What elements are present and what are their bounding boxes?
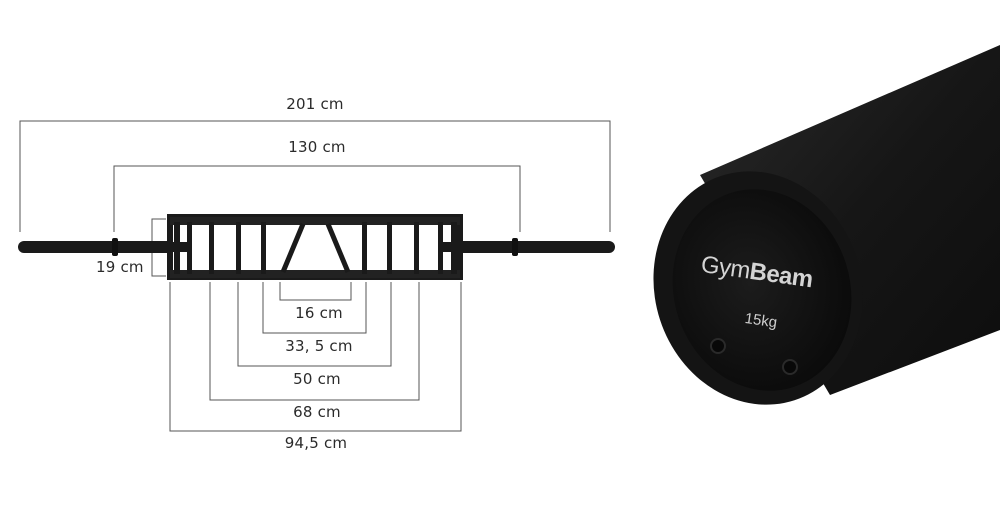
swiss-bar-illustration (18, 214, 615, 280)
screw-left-icon (710, 338, 726, 354)
label-total-length: 201 cm (286, 95, 344, 113)
label-frame-height: 19 cm (96, 258, 144, 276)
label-grip-16: 16 cm (295, 304, 343, 322)
dimension-lines (19, 120, 611, 432)
handle-33-left (261, 222, 266, 274)
label-inner-span: 130 cm (288, 138, 346, 156)
label-frame-width: 94,5 cm (284, 434, 348, 452)
handle-50-right (387, 222, 392, 274)
handle-68-left (209, 222, 214, 274)
right-sleeve (455, 241, 615, 253)
dim-line-33-5 (262, 282, 367, 334)
brand-light: Gym (699, 251, 752, 285)
label-grip-68: 68 cm (293, 403, 341, 421)
handle-50-left (236, 222, 241, 274)
dim-line-130 (113, 165, 521, 232)
dim-line-68 (209, 282, 420, 401)
left-collar (112, 238, 118, 256)
left-sleeve (18, 241, 173, 253)
dim-line-201 (19, 120, 611, 232)
angled-handle-right (325, 223, 351, 273)
label-grip-33-5: 33, 5 cm (285, 337, 353, 355)
dim-line-50 (237, 282, 392, 367)
screw-right-icon (782, 359, 798, 375)
bar-tube (700, 45, 1000, 395)
label-grip-50: 50 cm (293, 370, 341, 388)
handle-33-right (362, 222, 367, 274)
dim-line-94-5 (169, 282, 462, 432)
bar-end-photo (653, 45, 1000, 405)
dim-line-16 (279, 282, 352, 301)
angled-handle-left (280, 223, 306, 273)
handle-68-right (414, 222, 419, 274)
right-collar (512, 238, 518, 256)
